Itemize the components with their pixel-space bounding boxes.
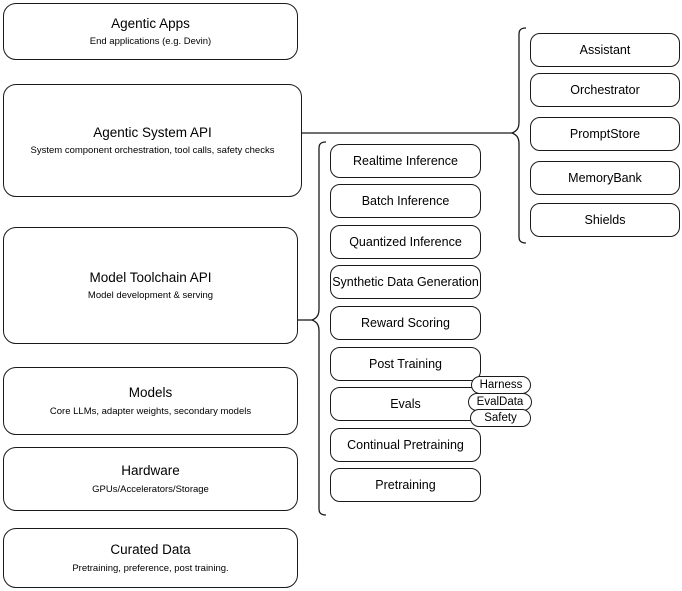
- system-item-orchestrator[interactable]: Orchestrator: [530, 73, 680, 107]
- toolchain-item-evals[interactable]: Evals: [330, 387, 481, 421]
- system-item-memorybank[interactable]: MemoryBank: [530, 161, 680, 195]
- layer-title: Agentic System API: [93, 124, 212, 140]
- layer-curated-data[interactable]: Curated Data Pretraining, preference, po…: [3, 528, 298, 588]
- layer-model-toolchain-api[interactable]: Model Toolchain API Model development & …: [3, 227, 298, 344]
- evals-badge-harness[interactable]: Harness: [471, 376, 531, 394]
- layer-title: Curated Data: [110, 542, 191, 558]
- system-item-shields[interactable]: Shields: [530, 203, 680, 237]
- layer-subtitle: Core LLMs, adapter weights, secondary mo…: [49, 405, 252, 417]
- toolchain-item-synthetic-data-generation[interactable]: Synthetic Data Generation: [330, 265, 481, 299]
- evals-badge-safety[interactable]: Safety: [470, 409, 531, 427]
- layer-subtitle: End applications (e.g. Devin): [89, 36, 212, 48]
- layer-subtitle: Pretraining, preference, post training.: [72, 562, 229, 574]
- toolchain-item-continual-pretraining[interactable]: Continual Pretraining: [330, 428, 481, 462]
- toolchain-item-realtime-inference[interactable]: Realtime Inference: [330, 144, 481, 178]
- toolchain-item-reward-scoring[interactable]: Reward Scoring: [330, 306, 481, 340]
- layer-subtitle: Model development & serving: [87, 290, 214, 302]
- toolchain-item-quantized-inference[interactable]: Quantized Inference: [330, 225, 481, 259]
- layer-agentic-system-api[interactable]: Agentic System API System component orch…: [3, 84, 302, 197]
- system-item-promptstore[interactable]: PromptStore: [530, 117, 680, 151]
- layer-title: Models: [128, 385, 173, 401]
- toolchain-item-pretraining[interactable]: Pretraining: [330, 468, 481, 502]
- layer-title: Hardware: [121, 463, 180, 479]
- layer-subtitle: System component orchestration, tool cal…: [30, 145, 275, 157]
- layer-subtitle: GPUs/Accelerators/Storage: [92, 483, 209, 495]
- toolchain-brace-icon: [310, 141, 327, 516]
- toolchain-item-post-training[interactable]: Post Training: [330, 347, 481, 381]
- layer-models[interactable]: Models Core LLMs, adapter weights, secon…: [3, 367, 298, 435]
- layer-agentic-apps[interactable]: Agentic Apps End applications (e.g. Devi…: [3, 3, 298, 60]
- layer-hardware[interactable]: Hardware GPUs/Accelerators/Storage: [3, 447, 298, 511]
- layer-title: Model Toolchain API: [89, 269, 212, 285]
- system-item-assistant[interactable]: Assistant: [530, 33, 680, 67]
- layer-title: Agentic Apps: [111, 15, 190, 31]
- system-brace-icon: [510, 27, 527, 244]
- toolchain-item-batch-inference[interactable]: Batch Inference: [330, 184, 481, 218]
